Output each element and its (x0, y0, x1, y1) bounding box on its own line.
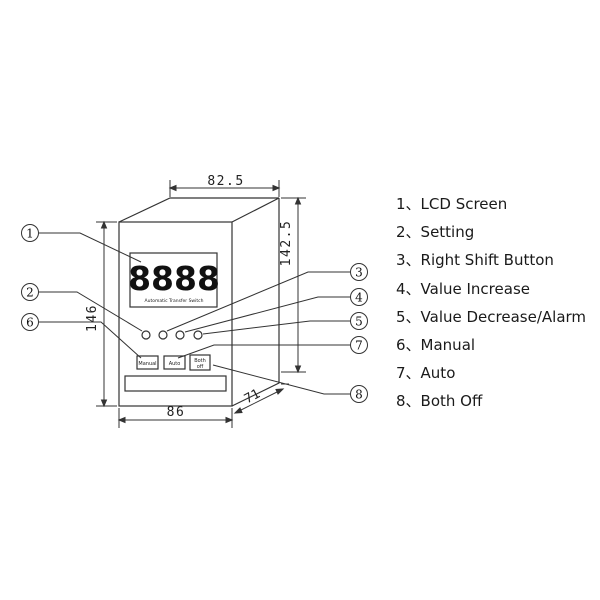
callout-3-circle (350, 263, 368, 281)
callout-1-number: 1 (26, 227, 34, 241)
right-height-arrow-bottom (294, 365, 302, 374)
manual-button (136, 355, 159, 370)
callout-6-leader (38, 321, 142, 359)
bottom-width-arrow-left (117, 416, 126, 424)
legend-item-setting: 2、Setting (396, 223, 475, 242)
top-width-arrow-right (272, 184, 281, 192)
callout-2-number: 2 (26, 286, 34, 300)
top-face (118, 197, 280, 223)
callout-7-leader (177, 344, 351, 359)
value-increase-button (175, 330, 185, 340)
callout-7-circle (350, 336, 368, 354)
lcd-screen (129, 252, 218, 308)
callout-5-leader (202, 320, 351, 335)
left-height-arrow-bottom (100, 399, 108, 408)
callout-8-number: 8 (355, 388, 363, 402)
bottom-slot (124, 375, 227, 392)
callout-6-number: 6 (26, 316, 34, 330)
top-width-value: 82.5 (207, 174, 244, 189)
callout-4-number: 4 (355, 291, 363, 305)
callout-2-leader (38, 291, 143, 332)
callout-4-circle (350, 288, 368, 306)
both-off-button-label-line1: Both (194, 358, 206, 364)
legend-item-auto: 7、Auto (396, 364, 456, 383)
callout-8-leader (212, 364, 351, 395)
depth-value: 71 (242, 387, 263, 408)
legend-item-lcd-screen: 1、LCD Screen (396, 195, 508, 213)
legend-item-manual: 6、Manual (396, 335, 476, 354)
right-height-value: 142.5 (279, 220, 294, 267)
setting-button (141, 330, 151, 340)
callout-1-leader (38, 232, 142, 263)
callout-5-number: 5 (355, 315, 363, 329)
right-shift-button (158, 330, 168, 340)
auto-button-label: Auto (169, 361, 181, 367)
legend-item-value-increase: 4、Value Increase (396, 279, 530, 298)
depth-line (236, 389, 282, 413)
callout-3-number: 3 (355, 266, 363, 280)
bottom-width-arrow-right (225, 416, 234, 424)
callout-4-leader (184, 296, 351, 333)
side-face (231, 198, 280, 407)
legend-item-both-off: 8、Both Off (396, 392, 483, 411)
right-height-arrow-top (294, 196, 302, 205)
depth-arrow-left (233, 407, 243, 414)
callout-8-circle (350, 385, 368, 403)
callout-6-circle (21, 313, 39, 331)
front-face (118, 221, 233, 407)
callout-2-circle (21, 283, 39, 301)
legend-item-right-shift: 3、Right Shift Button (396, 251, 554, 270)
callout-3-leader (166, 271, 351, 332)
bottom-width-value: 86 (167, 405, 186, 420)
callout-5-circle (350, 312, 368, 330)
depth-arrow-right (275, 388, 285, 395)
value-decrease-button (193, 330, 203, 340)
left-height-arrow-top (100, 220, 108, 229)
auto-button (163, 355, 186, 370)
callout-7-number: 7 (355, 339, 363, 353)
callout-1-circle (21, 224, 39, 242)
manual-button-label: Manual (138, 361, 156, 367)
top-width-arrow-left (168, 184, 177, 192)
legend-list: 1、LCD Screen 2、Setting 3、Right Shift But… (396, 194, 586, 420)
lcd-digits: 8888 (128, 259, 220, 298)
legend-item-value-decrease: 5、Value Decrease/Alarm (396, 307, 587, 326)
both-off-button (189, 354, 211, 371)
panel-caption: Automatic Transfer Switch (145, 298, 204, 304)
both-off-button-label-line2: off (197, 364, 204, 370)
left-height-value: 146 (85, 304, 100, 332)
